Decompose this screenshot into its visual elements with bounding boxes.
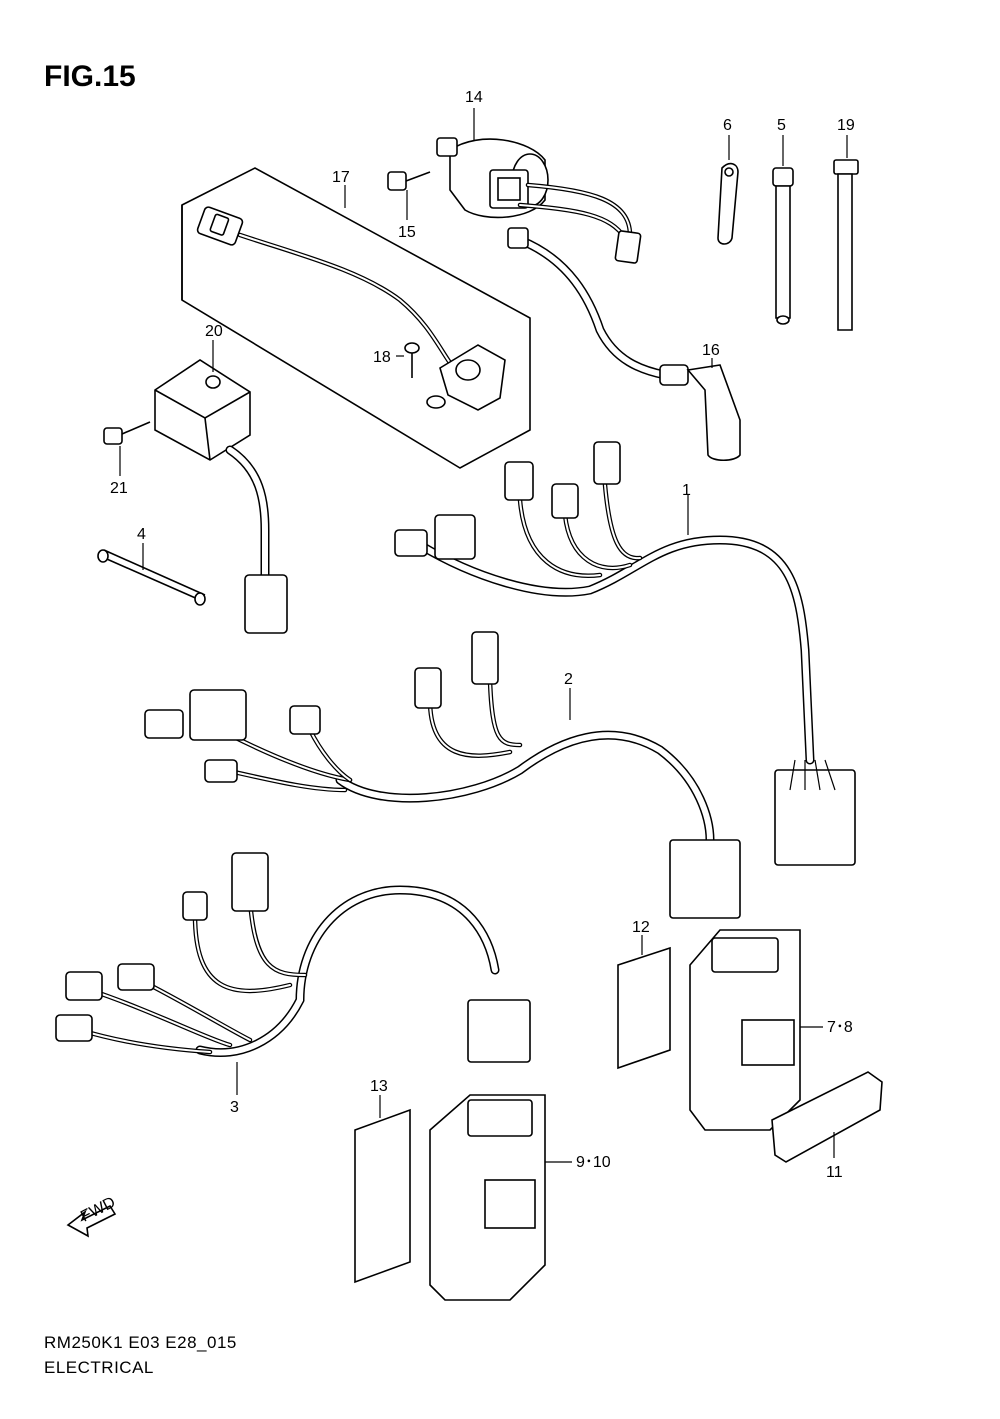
part-20-regulator: 20 [154, 323, 288, 634]
fwd-arrow-icon: FWD [66, 1194, 118, 1238]
part-7-8-cdi-unit: 7･8 [689, 929, 853, 1131]
part-9-10-cdi-unit: 9･10 [429, 1094, 611, 1301]
part-15-bolt: 15 [387, 171, 431, 241]
part-2-wiring-harness: 2 [144, 631, 741, 919]
part-13-label: 13 [354, 1078, 411, 1284]
part-18-screw: 18 [373, 342, 420, 378]
callout-7-8: 7･8 [827, 1019, 853, 1036]
part-3-wiring-harness: 3 [55, 852, 531, 1116]
callout-18: 18 [373, 349, 391, 366]
part-21-bolt: 21 [103, 421, 151, 497]
callout-5: 5 [777, 117, 786, 134]
part-4-strap: 4 [97, 526, 206, 606]
callout-19: 19 [837, 117, 855, 134]
callout-13: 13 [370, 1078, 388, 1095]
part-16-spark-plug-cap: 16 [659, 342, 741, 462]
callout-11: 11 [826, 1164, 843, 1181]
callout-17: 17 [332, 169, 350, 186]
callout-16: 16 [702, 342, 720, 359]
part-5-band: 5 [772, 117, 794, 325]
callout-2: 2 [564, 671, 573, 688]
callout-15: 15 [398, 224, 416, 241]
callout-6: 6 [723, 117, 732, 134]
callout-12: 12 [632, 919, 650, 936]
part-19-band: 19 [833, 117, 859, 331]
part-17-assembly: 17 [181, 167, 531, 469]
part-6-clamp: 6 [717, 117, 739, 245]
callout-20: 20 [205, 323, 223, 340]
callout-3: 3 [230, 1099, 239, 1116]
callout-9-10: 9･10 [576, 1154, 611, 1171]
section-name: ELECTRICAL [44, 1358, 154, 1377]
callout-4: 4 [137, 526, 146, 543]
figure-title: FIG.15 [44, 60, 136, 93]
part-1-wiring-harness: 1 [394, 441, 856, 866]
part-12-label: 12 [617, 919, 671, 1070]
callout-1: 1 [682, 482, 691, 499]
callout-14: 14 [465, 89, 483, 106]
model-code: RM250K1 E03 E28_015 [44, 1333, 237, 1352]
cdi-vent-grid [741, 1019, 795, 1066]
cdi-vent-grid-2 [484, 1179, 536, 1229]
part-11-band: 11 [771, 1071, 883, 1181]
callout-21: 21 [110, 480, 128, 497]
part-14-ignition-coil: 14 [436, 89, 670, 380]
